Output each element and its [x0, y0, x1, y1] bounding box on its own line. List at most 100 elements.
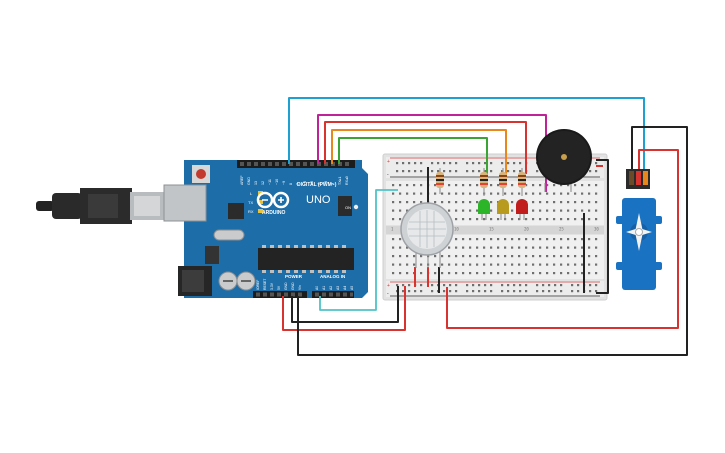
breadboard-hole	[567, 263, 570, 266]
led-red[interactable]	[516, 199, 528, 220]
breadboard-hole	[476, 209, 479, 212]
breadboard-hole	[567, 209, 570, 212]
breadboard-hole	[581, 263, 584, 266]
servo-motor[interactable]	[616, 169, 662, 290]
breadboard-hole	[546, 272, 549, 275]
led-green[interactable]	[478, 199, 490, 220]
breadboard-hole	[399, 209, 402, 212]
breadboard-hole	[413, 184, 416, 187]
breadboard-hole	[478, 170, 481, 173]
breadboard-hole	[483, 272, 486, 275]
resistor[interactable]	[499, 168, 507, 196]
pin-label: GND	[284, 282, 288, 290]
breadboard-hole	[539, 218, 542, 221]
pin-label: TX▸1	[338, 177, 342, 185]
breadboard-hole	[595, 184, 598, 187]
wire-green[interactable]	[338, 137, 488, 175]
breadboard-hole	[546, 201, 549, 204]
breadboard-hole	[483, 263, 486, 266]
breadboard-hole	[539, 246, 542, 249]
breadboard-hole	[532, 255, 535, 258]
breadboard-hole	[525, 192, 528, 195]
breadboard-hole	[525, 284, 528, 287]
breadboard-hole	[536, 170, 539, 173]
breadboard-hole	[595, 201, 598, 204]
breadboard-hole	[448, 272, 451, 275]
breadboard-hole	[519, 170, 522, 173]
wire-orange[interactable]	[331, 129, 507, 175]
breadboard-hole	[462, 218, 465, 221]
breadboard-hole	[595, 263, 598, 266]
breadboard-hole	[574, 184, 577, 187]
breadboard-hole	[574, 192, 577, 195]
breadboard-hole	[548, 290, 551, 293]
breadboard-hole	[539, 192, 542, 195]
wire-red[interactable]	[324, 121, 527, 174]
breadboard-hole	[574, 238, 577, 241]
arduino-uno-board[interactable]: L TX RX ON AREF GND 13 12 ~11 ~10 ~9 8 7…	[163, 160, 368, 298]
breadboard-hole	[455, 255, 458, 258]
breadboard-hole	[571, 290, 574, 293]
breadboard-hole	[406, 192, 409, 195]
breadboard-hole	[396, 162, 399, 165]
wire-servo-power[interactable]	[446, 149, 679, 329]
breadboard-hole	[589, 284, 592, 287]
breadboard-hole	[484, 290, 487, 293]
pin-label: 8	[289, 183, 293, 185]
breadboard-hole	[469, 209, 472, 212]
breadboard-hole	[560, 184, 563, 187]
breadboard-hole	[392, 263, 395, 266]
breadboard-hole	[392, 238, 395, 241]
breadboard-hole	[469, 192, 472, 195]
breadboard-hole	[511, 263, 514, 266]
breadboard-hole	[472, 170, 475, 173]
resistor[interactable]	[518, 168, 526, 196]
breadboard-hole	[466, 170, 469, 173]
pin-label: ~11	[268, 179, 272, 185]
breadboard-hole	[490, 201, 493, 204]
breadboard-hole	[546, 263, 549, 266]
breadboard-hole	[448, 201, 451, 204]
breadboard-hole	[525, 238, 528, 241]
led-yellow[interactable]	[497, 199, 509, 220]
breadboard-hole	[581, 255, 584, 258]
breadboard-hole	[449, 284, 452, 287]
power-rail-bottom[interactable]	[386, 281, 604, 297]
pin-label: AREF	[240, 175, 244, 185]
wire-servo-gnd[interactable]	[297, 126, 688, 356]
breadboard-hole	[434, 272, 437, 275]
breadboard-hole	[501, 170, 504, 173]
breadboard-hole	[501, 290, 504, 293]
pin-label: GND	[247, 177, 251, 185]
breadboard-hole	[455, 238, 458, 241]
breadboard-hole	[420, 170, 423, 173]
breadboard-hole	[511, 201, 514, 204]
column-number: 25	[559, 227, 564, 232]
wire-5v[interactable]	[282, 286, 406, 331]
breadboard-hole	[511, 184, 514, 187]
breadboard-hole	[504, 255, 507, 258]
breadboard-hole	[462, 209, 465, 212]
breadboard-hole	[483, 238, 486, 241]
piezo-buzzer[interactable]	[536, 129, 592, 192]
breadboard-hole	[511, 209, 514, 212]
wire-teal[interactable]	[319, 189, 398, 311]
breadboard-hole	[434, 192, 437, 195]
gas-sensor[interactable]	[400, 202, 454, 268]
breadboard-hole	[406, 255, 409, 258]
breadboard-hole	[595, 272, 598, 275]
pin-label: A1	[322, 286, 326, 290]
resistor[interactable]	[480, 168, 488, 196]
breadboard-hole	[560, 263, 563, 266]
breadboard-hole	[595, 209, 598, 212]
breadboard-hole	[497, 246, 500, 249]
breadboard-hole	[539, 184, 542, 187]
wire-cyan[interactable]	[288, 97, 645, 171]
pin-label: RESET	[263, 279, 267, 290]
resistor[interactable]	[436, 168, 444, 194]
usb-cable	[36, 188, 164, 224]
jumper-black[interactable]	[596, 159, 609, 294]
wire-gnd[interactable]	[291, 286, 399, 323]
breadboard-hole	[519, 284, 522, 287]
breadboard-hole	[478, 290, 481, 293]
